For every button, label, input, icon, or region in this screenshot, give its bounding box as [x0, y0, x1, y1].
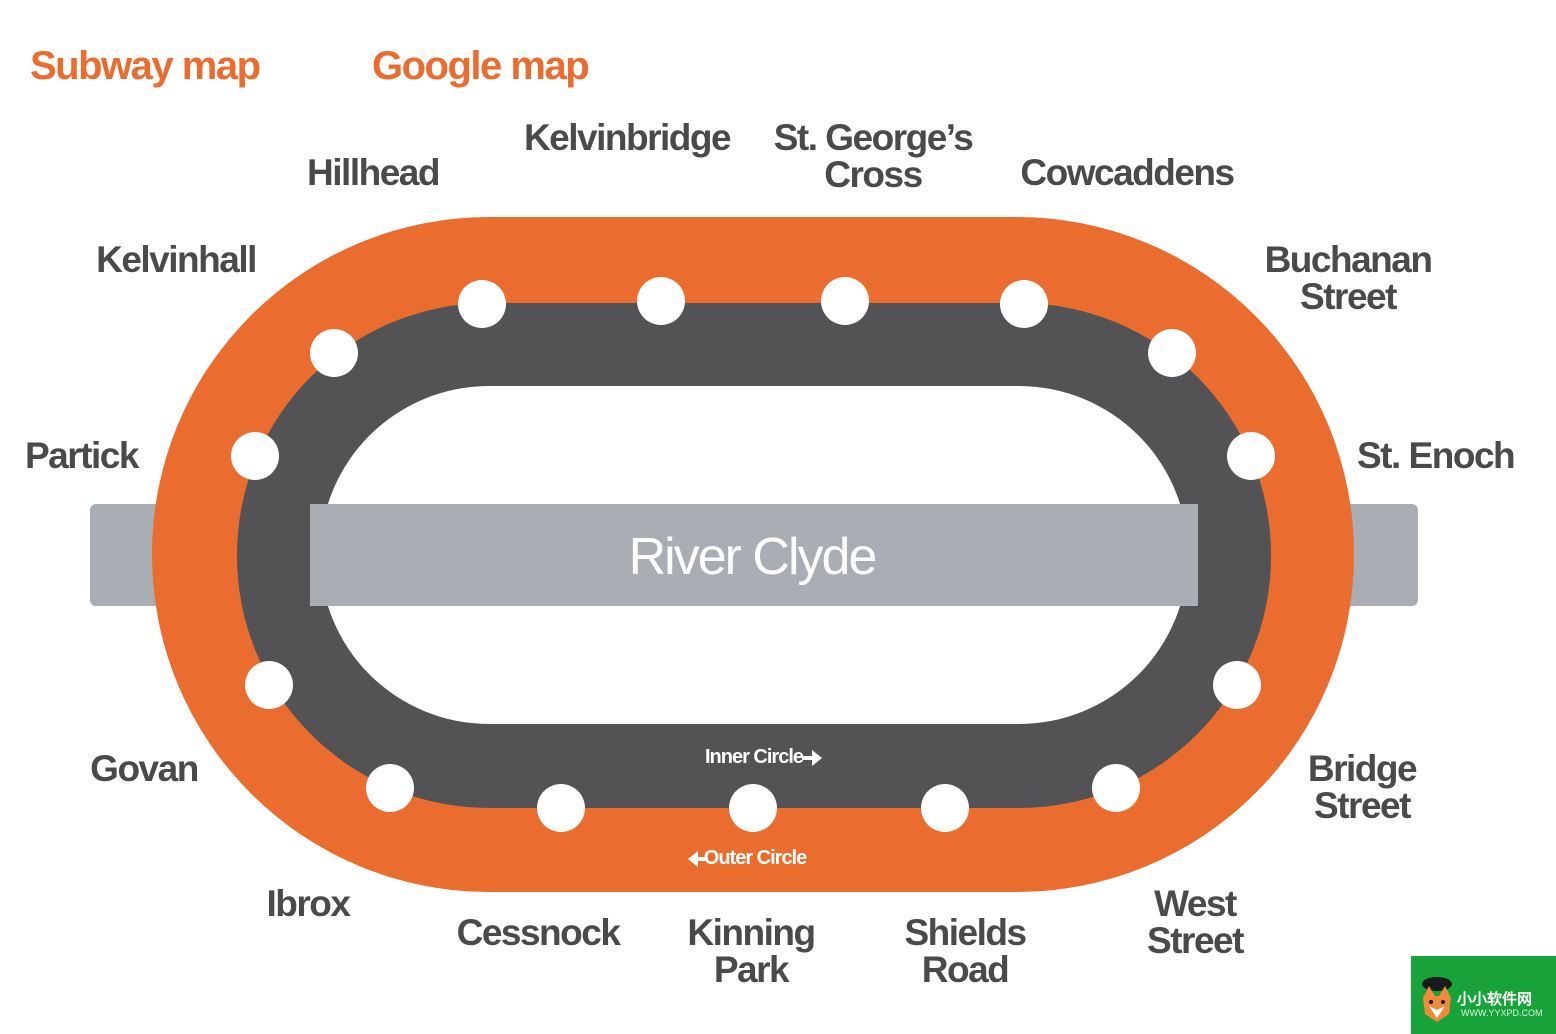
- station-dot-kelvinhall[interactable]: [310, 329, 358, 377]
- station-name: St. Enoch: [1357, 435, 1516, 476]
- inner-circle-label: Inner Circle: [704, 746, 804, 768]
- station-label-buchanan-street[interactable]: Buchanan Street: [1264, 239, 1433, 317]
- station-dot-st-enoch[interactable]: [1227, 432, 1275, 480]
- station-name: West: [1154, 883, 1237, 924]
- station-label-bridge-street[interactable]: Bridge Street: [1307, 748, 1418, 826]
- station-label-west-street[interactable]: West Street: [1147, 883, 1244, 961]
- station-dot-shields-road[interactable]: [921, 784, 969, 832]
- station-dot-kinning-park[interactable]: [729, 784, 777, 832]
- station-name: Cessnock: [456, 912, 621, 953]
- station-name: Hillhead: [307, 152, 440, 193]
- station-label-st-georges-cross[interactable]: St. George’s Cross: [773, 117, 974, 195]
- station-label-shields-road[interactable]: Shields Road: [904, 912, 1027, 990]
- station-name: St. George’s: [773, 117, 974, 158]
- station-dot-west-street[interactable]: [1092, 764, 1140, 812]
- station-name: Street: [1300, 276, 1397, 317]
- station-name: Bridge: [1307, 748, 1418, 789]
- watermark-text: 小小软件网: [1457, 991, 1533, 1008]
- station-dot-st-georges-cross[interactable]: [821, 277, 869, 325]
- station-dot-buchanan-street[interactable]: [1148, 329, 1196, 377]
- station-label-kelvinbridge[interactable]: Kelvinbridge: [523, 117, 732, 158]
- station-dot-partick[interactable]: [231, 432, 279, 480]
- station-label-st-enoch[interactable]: St. Enoch: [1357, 435, 1516, 476]
- fox-mascot-icon: [1422, 977, 1452, 1022]
- station-name: Cross: [824, 154, 923, 195]
- station-name: Ibrox: [266, 883, 351, 924]
- station-dot-cowcaddens[interactable]: [1000, 280, 1048, 328]
- station-name: Shields: [904, 912, 1027, 953]
- station-name: Street: [1147, 920, 1244, 961]
- subway-map-tab[interactable]: Subway map: [30, 44, 261, 88]
- station-dot-ibrox[interactable]: [366, 764, 414, 812]
- station-name: Cowcaddens: [1020, 152, 1235, 193]
- station-label-kelvinhall[interactable]: Kelvinhall: [96, 239, 257, 280]
- station-name: Kinning: [687, 912, 816, 953]
- station-label-ibrox[interactable]: Ibrox: [266, 883, 351, 924]
- station-name: Kelvinhall: [96, 239, 257, 280]
- outer-circle-arrow-icon: [688, 851, 708, 867]
- station-dot-hillhead[interactable]: [458, 280, 506, 328]
- watermark-logo: 小小软件网 WWW.YYXPD.COM: [1411, 956, 1556, 1034]
- station-name: Park: [713, 949, 790, 990]
- river-band-center: [310, 504, 1198, 606]
- station-name: Kelvinbridge: [523, 117, 732, 158]
- inner-circle-arrow-icon: [802, 750, 822, 766]
- outer-circle-label: Outer Circle: [703, 847, 807, 869]
- station-label-govan[interactable]: Govan: [90, 748, 199, 789]
- station-label-partick[interactable]: Partick: [25, 435, 139, 476]
- watermark-url: WWW.YYXPD.COM: [1461, 1008, 1543, 1018]
- station-dot-bridge-street[interactable]: [1213, 661, 1261, 709]
- station-label-kinning-park[interactable]: Kinning Park: [687, 912, 816, 990]
- station-dot-kelvinbridge[interactable]: [637, 277, 685, 325]
- station-name: Buchanan: [1264, 239, 1433, 280]
- station-name: Road: [921, 949, 1010, 990]
- river-label: River Clyde: [628, 528, 878, 586]
- station-label-cessnock[interactable]: Cessnock: [456, 912, 621, 953]
- station-label-hillhead[interactable]: Hillhead: [307, 152, 440, 193]
- station-dot-govan[interactable]: [245, 661, 293, 709]
- station-name: Partick: [25, 435, 139, 476]
- station-label-cowcaddens[interactable]: Cowcaddens: [1020, 152, 1235, 193]
- google-map-tab[interactable]: Google map: [372, 44, 590, 88]
- station-dot-cessnock[interactable]: [537, 784, 585, 832]
- station-name: Street: [1314, 785, 1411, 826]
- station-name: Govan: [90, 748, 199, 789]
